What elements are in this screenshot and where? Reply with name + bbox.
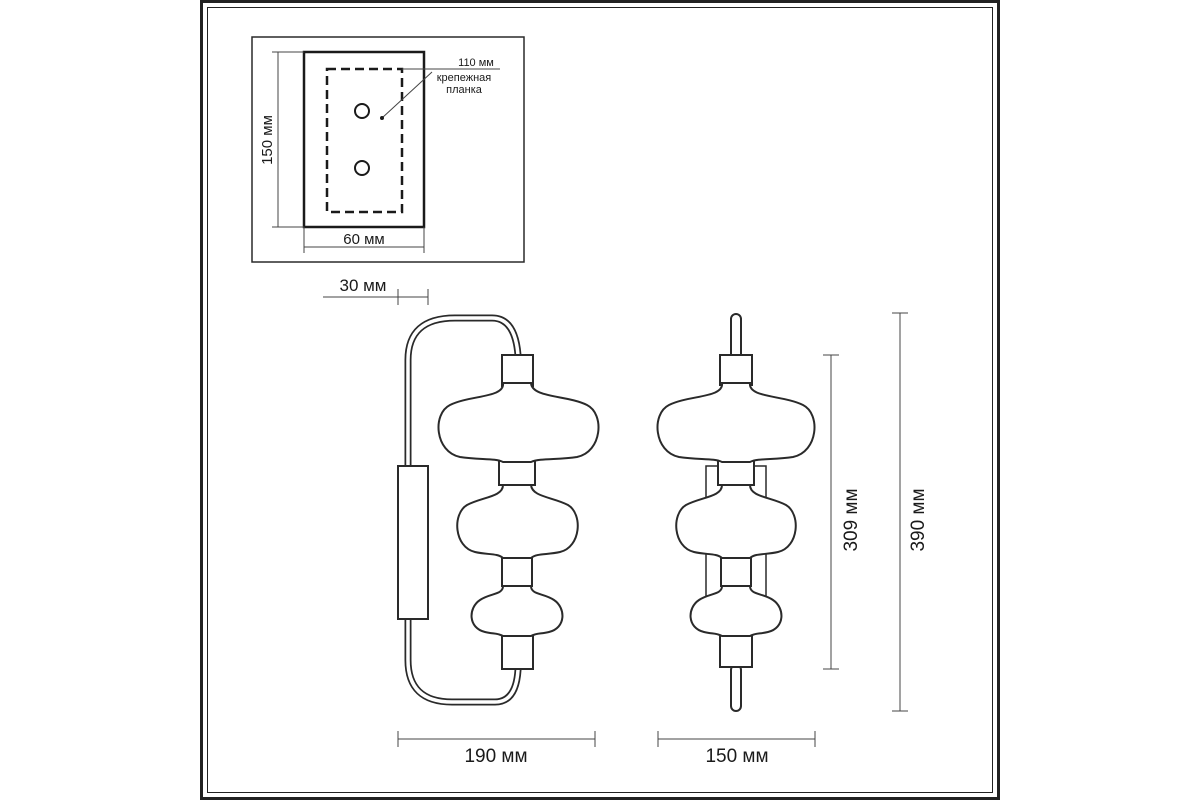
plate-height-label: 150 мм bbox=[259, 115, 276, 165]
spacing-label: 110 мм bbox=[458, 57, 494, 69]
front-rod-top bbox=[730, 313, 742, 360]
plate-width-label: 60 мм bbox=[343, 231, 384, 248]
side-connector-top bbox=[501, 354, 534, 387]
front-connector-bottom bbox=[719, 634, 753, 668]
side-shade-middle bbox=[456, 484, 579, 559]
screw-hole-top bbox=[354, 103, 370, 119]
total-height-label: 390 мм bbox=[908, 488, 929, 551]
side-backplate bbox=[397, 465, 429, 620]
front-view: 150 мм 309 мм 390 мм bbox=[656, 312, 929, 767]
front-connector-mid2 bbox=[720, 555, 752, 587]
side-shade-top bbox=[437, 382, 600, 463]
side-shade-bottom bbox=[470, 585, 564, 637]
lower-arm-inner bbox=[406, 618, 520, 704]
side-connector-mid2 bbox=[501, 555, 533, 587]
depth-label: 30 мм bbox=[339, 276, 386, 295]
front-width-label: 150 мм bbox=[705, 746, 768, 767]
front-rod-bottom bbox=[730, 664, 742, 712]
side-connector-bottom bbox=[501, 634, 534, 670]
upper-arm-inner bbox=[406, 316, 520, 468]
front-connector-top bbox=[719, 354, 753, 386]
front-shade-middle bbox=[675, 484, 797, 559]
bracket-label-line1: крепежная bbox=[437, 72, 492, 84]
screw-hole-bottom bbox=[354, 160, 370, 176]
front-connector-mid1 bbox=[717, 459, 755, 486]
bracket-leader-dot bbox=[380, 116, 384, 120]
front-shade-top bbox=[656, 382, 816, 463]
wall-plate bbox=[302, 50, 426, 229]
mounting-plate-view: 150 мм 60 мм 110 мм крепежная планка bbox=[251, 36, 525, 263]
drawing-frame-outer bbox=[200, 0, 1000, 800]
drawing-frame-inner bbox=[207, 7, 993, 793]
front-shade-bottom bbox=[689, 585, 783, 637]
bracket-label-line2: планка bbox=[446, 84, 483, 96]
mounting-bracket bbox=[325, 67, 404, 214]
side-connector-mid1 bbox=[498, 459, 536, 486]
shade-height-label: 309 мм bbox=[841, 488, 862, 551]
side-width-label: 190 мм bbox=[464, 746, 527, 767]
bracket-leader-line bbox=[381, 71, 433, 119]
plate-view-box bbox=[251, 36, 525, 263]
side-view: 30 мм 190 мм bbox=[323, 276, 600, 767]
